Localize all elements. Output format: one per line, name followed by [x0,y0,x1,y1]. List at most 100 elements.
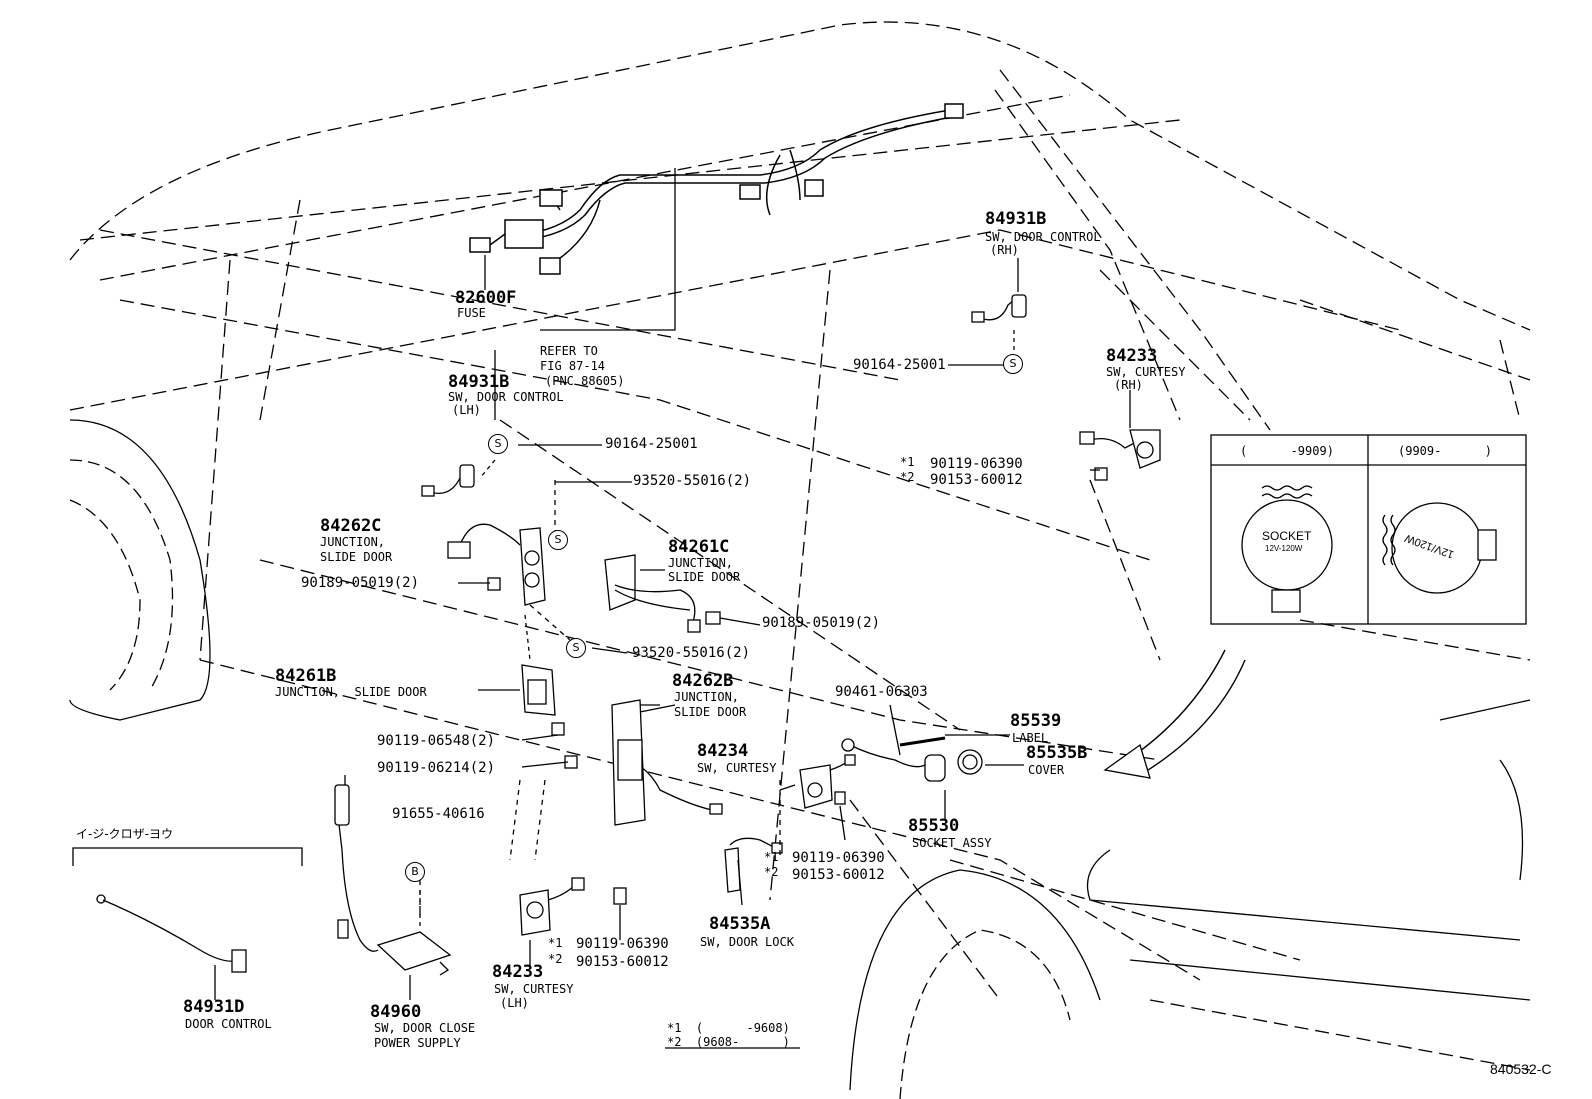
part-90119-low-number: 90119-06390 [576,936,669,952]
junction-84261C [604,554,721,633]
part-84233-rh-side: (RH) [1114,378,1143,392]
note-mark-1: *1 [764,850,779,864]
part-84535A-number: 84535A [709,914,771,934]
refer-line2: FIG 87-14 [540,359,606,373]
curtesy-switch-rh [1079,390,1161,481]
part-84262C-desc2: SLIDE DOOR [320,550,393,564]
part-85539-number: 85539 [1010,711,1062,731]
part-84931B-lh-desc: SW, DOOR CONTROL [448,390,564,404]
easy-closer-bracket [72,847,303,866]
part-84262B-desc1: JUNCTION, [674,690,740,704]
refer-line1: REFER TO [540,344,598,358]
part-84261C-desc1: JUNCTION, [668,556,734,570]
right-wheel-arch [849,869,1101,1099]
refer-bracket [540,168,676,331]
part-85530-desc: SOCKET ASSY [912,836,992,850]
part-84261C-number: 84261C [668,537,730,557]
part-85530-number: 85530 [908,816,960,836]
part-84233-lh-side: (LH) [500,996,529,1010]
part-84931B-rh-number: 84931B [985,209,1047,229]
inset-left-header: ( -9909) [1240,444,1334,458]
part-93520-b-number: 93520-55016(2) [632,645,751,661]
junction-84261B [478,614,578,769]
curtesy-switch-84234 [799,754,856,841]
part-82600F-desc: FUSE [457,306,486,320]
part-84261B-number: 84261B [275,666,337,686]
footnote-line1: *1 ( -9608) [667,1021,790,1035]
part-90119-06548-number: 90119-06548(2) [377,733,496,749]
part-85539-desc: LABEL [1012,731,1049,745]
part-90153-rh-number: 90153-60012 [930,472,1023,488]
part-84262B-number: 84262B [672,671,734,691]
part-90153-mid-number: 90153-60012 [792,867,885,883]
part-84233-rh-number: 84233 [1106,346,1158,366]
part-93520-a-number: 93520-55016(2) [633,473,752,489]
screw-symbol-s: S [1003,354,1023,374]
part-84233-rh-desc: SW, CURTESY [1106,365,1186,379]
part-90119-06214-number: 90119-06214(2) [377,760,496,776]
note-mark-2: *2 [548,952,563,966]
part-84261C-desc2: SLIDE DOOR [668,570,741,584]
inset-socket-label: SOCKET [1262,529,1312,543]
body-outline [69,21,1531,1071]
part-84960-number: 84960 [370,1002,422,1022]
left-wheel-arch [69,419,211,721]
part-85535B-number: 85535B [1026,743,1088,763]
part-90119-rh-number: 90119-06390 [930,456,1023,472]
junction-84262B [611,699,723,826]
part-84262B-desc2: SLIDE DOOR [674,705,747,719]
part-84931D-desc: DOOR CONTROL [185,1017,272,1031]
part-84262C-number: 84262C [320,516,382,536]
easy-closer-label: イ-ジ-クロザ-ヨウ [76,827,173,841]
note-mark-1: *1 [548,936,563,950]
part-90164-lh-number: 90164-25001 [605,436,698,452]
figure-number: 840532-C [1490,1061,1552,1077]
screw-symbol-s: S [548,530,568,550]
label-leaders [458,364,1100,791]
part-84960-desc1: SW, DOOR CLOSE [374,1021,476,1035]
screw-symbol-s: S [488,434,508,454]
part-90119-mid-number: 90119-06390 [792,850,885,866]
junction-84262C [447,523,546,606]
curtesy-switch-lh [519,877,627,968]
inset-right-header: (9909- ) [1398,444,1492,458]
part-84931B-rh-desc: SW, DOOR CONTROL [985,230,1101,244]
part-84931D-number: 84931D [183,997,245,1017]
part-84234-desc: SW, CURTESY [697,761,777,775]
part-90164-rh-number: 90164-25001 [853,357,946,373]
footnote-line2: *2 (9608- ) [667,1035,790,1049]
part-84931B-rh-side: (RH) [990,243,1019,257]
part-84233-lh-number: 84233 [492,962,544,982]
socket-inset-panel [1210,434,1527,625]
part-84262C-desc1: JUNCTION, [320,535,386,549]
part-85535B-desc: COVER [1028,763,1065,777]
part-84931B-lh-side: (LH) [452,403,481,417]
part-90189-b-number: 90189-05019(2) [762,615,881,631]
inset-arrow [1103,649,1246,779]
note-mark-2: *2 [900,470,915,484]
socket-assembly [841,704,983,820]
refer-line3: (PNC 88605) [545,374,625,388]
note-mark-2: *2 [764,865,779,879]
screw-symbol-s: S [566,638,586,658]
wire-harness [469,103,964,275]
door-control-switch-lh [421,350,496,497]
part-90189-a-number: 90189-05019(2) [301,575,420,591]
door-control-switch-rh [971,258,1027,352]
part-91655-number: 91655-40616 [392,806,485,822]
bolt-symbol-b: B [405,862,425,882]
part-82600F-number: 82600F [455,288,517,308]
note-mark-1: *1 [900,455,915,469]
inset-socket-rating: 12V-120W [1265,544,1303,553]
door-lock-switch [724,837,783,906]
door-control-84931D [96,894,247,1000]
part-84931B-lh-number: 84931B [448,372,510,392]
part-84234-number: 84234 [697,741,749,761]
part-84233-lh-desc: SW, CURTESY [494,982,574,996]
part-84261B-desc: JUNCTION, SLIDE DOOR [275,685,427,699]
rear-bumper [1086,619,1531,1001]
door-close-power-supply [334,775,452,1000]
part-84960-desc2: POWER SUPPLY [374,1036,461,1050]
